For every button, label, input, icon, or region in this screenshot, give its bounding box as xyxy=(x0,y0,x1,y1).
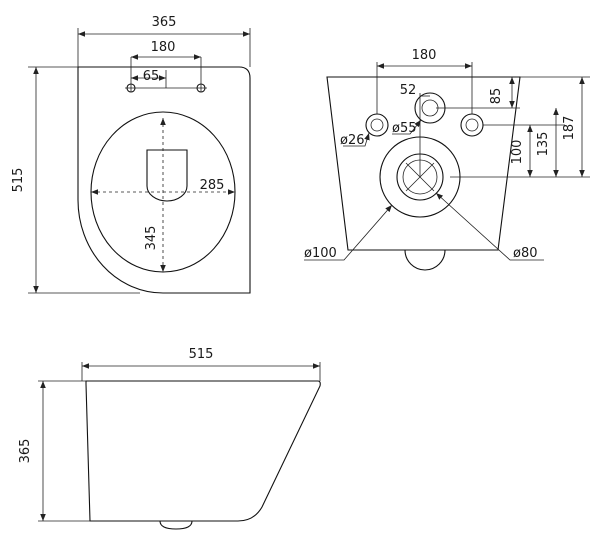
flush-rim-opening xyxy=(146,149,188,202)
outlet-height-small-label: 100 xyxy=(510,140,525,165)
outlet-height-mid-label: 135 xyxy=(536,132,551,157)
side-view-trap xyxy=(159,520,193,530)
pipe-spacing-label: 180 xyxy=(412,48,437,63)
outlet-outer-diameter-leader xyxy=(304,204,393,261)
top-view-outline xyxy=(77,66,251,294)
inlet-inner-circle xyxy=(421,99,439,117)
bolt-offset-label: 65 xyxy=(143,69,160,84)
inlet-diameter-leader xyxy=(392,119,422,135)
inlet-top-height-label: 187 xyxy=(562,116,577,141)
length-dimension-label: 515 xyxy=(11,168,26,193)
side-view: 515 365 xyxy=(18,347,321,530)
rear-view: 180 52 85 100 135 187 ø26 ø55 ø100 ø80 xyxy=(304,48,590,271)
trap-bottom xyxy=(404,249,446,271)
rear-view-outline xyxy=(326,76,521,251)
inlet-diameter-label: ø55 xyxy=(392,121,417,136)
bolt-hole-diameter-label: ø26 xyxy=(340,133,365,148)
side-height-label: 365 xyxy=(18,439,33,464)
bolt-spacing-label: 180 xyxy=(151,40,176,55)
outlet-inner-diameter-label: ø80 xyxy=(513,246,538,261)
inlet-offset-label: 52 xyxy=(400,83,417,98)
top-view: 365 180 65 515 285 345 xyxy=(11,15,251,294)
rear-bolt-hole-right-inner xyxy=(465,118,479,132)
outlet-inner-diameter-leader xyxy=(435,192,544,261)
bowl-length-label: 345 xyxy=(144,226,159,251)
rear-bolt-hole-left xyxy=(365,113,389,137)
side-view-outline xyxy=(85,380,321,522)
bowl-width-label: 285 xyxy=(200,178,225,193)
rear-bolt-hole-left-inner xyxy=(370,118,384,132)
inlet-height-label: 85 xyxy=(489,88,504,105)
width-dimension-label: 365 xyxy=(152,15,177,30)
outlet-outer-diameter-label: ø100 xyxy=(304,246,337,261)
rear-bolt-hole-right xyxy=(460,113,484,137)
bolt-hole-diameter-leader xyxy=(343,132,370,147)
side-length-label: 515 xyxy=(189,347,214,362)
